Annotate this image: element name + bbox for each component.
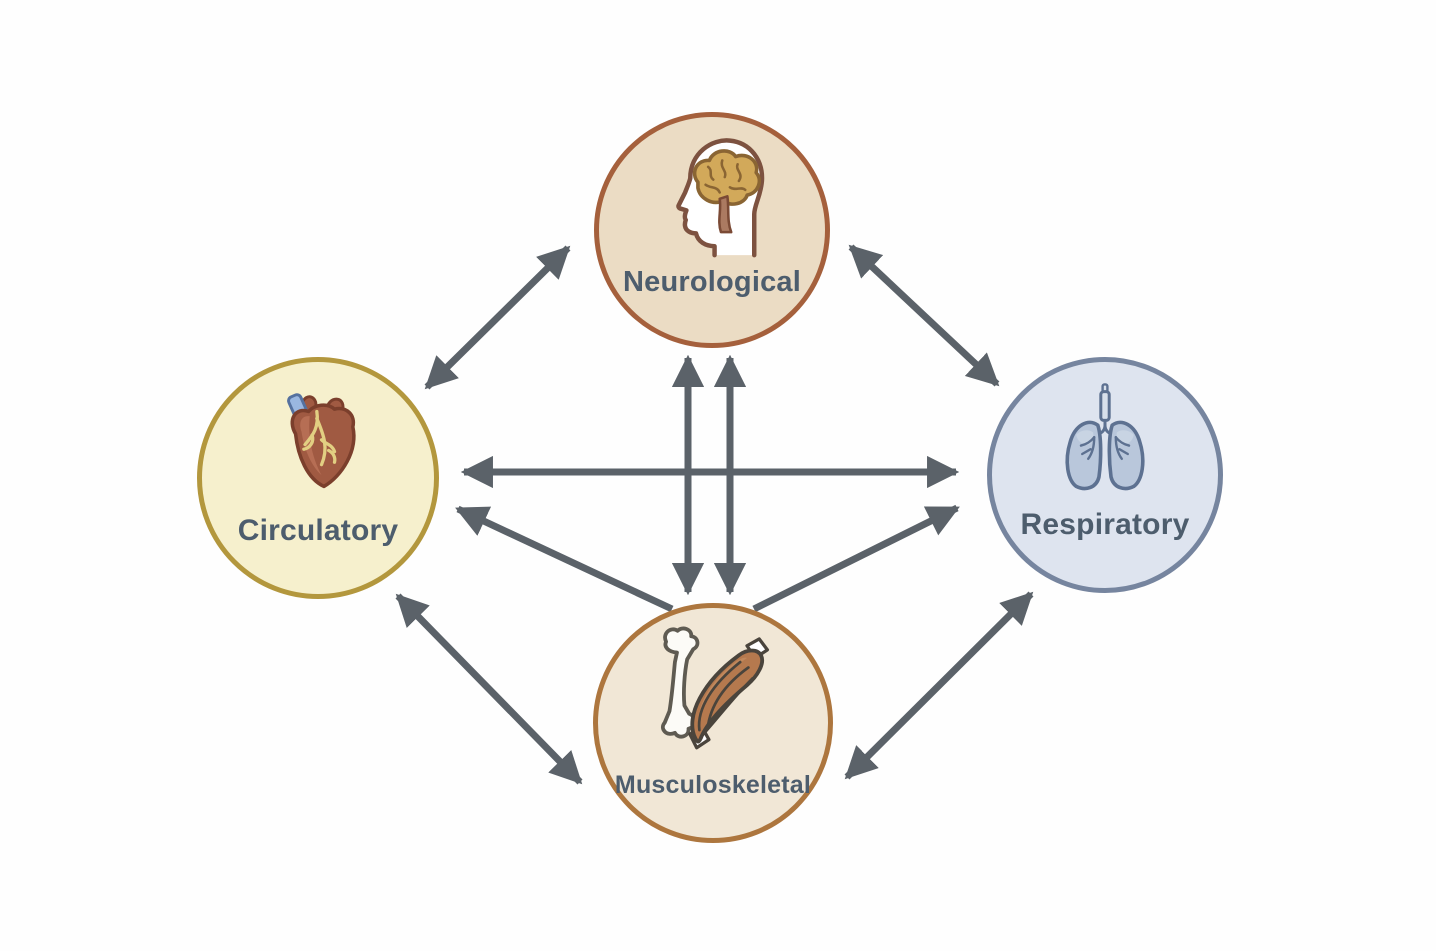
edge-musculoskeletal-to-respiratory xyxy=(752,504,960,613)
node-label-musculoskeletal: Musculoskeletal xyxy=(614,771,812,799)
node-neurological: Neurological xyxy=(594,112,830,348)
node-label-neurological: Neurological xyxy=(622,266,802,298)
edge-neurological-respiratory xyxy=(848,244,1000,387)
node-circulatory: Circulatory xyxy=(197,357,439,599)
edge-circulatory-musculoskeletal xyxy=(395,593,583,785)
lungs-icon xyxy=(1065,383,1145,491)
edge-musculoskeletal-to-circulatory xyxy=(455,505,674,613)
node-label-circulatory: Circulatory xyxy=(237,514,399,547)
edge-musculoskeletal-respiratory xyxy=(844,591,1034,780)
heart-icon xyxy=(287,393,356,489)
node-musculoskeletal: Musculoskeletal xyxy=(593,603,833,843)
node-label-respiratory: Respiratory xyxy=(1020,508,1190,541)
bone-muscle-icon xyxy=(660,626,770,750)
brain-head-icon xyxy=(676,138,765,258)
node-respiratory: Respiratory xyxy=(987,357,1223,593)
edge-circulatory-neurological xyxy=(424,245,571,390)
